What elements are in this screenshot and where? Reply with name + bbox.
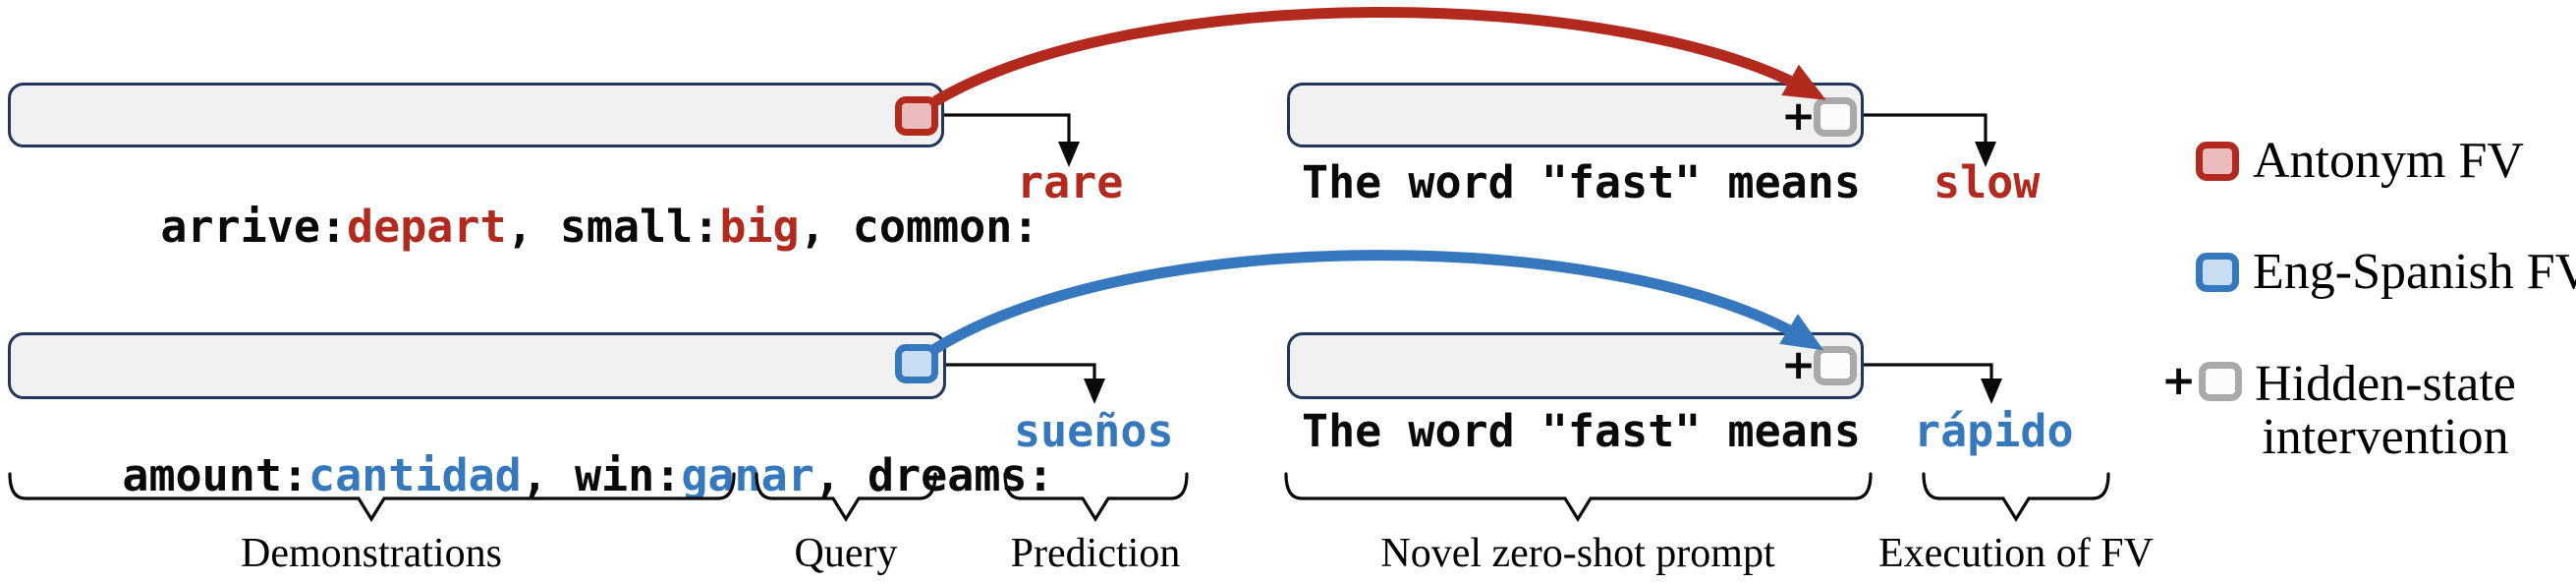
legend-eng-spanish-fv-label: Eng-Spanish FV (2253, 244, 2576, 300)
translation-icl-prediction-text: sueños (1014, 405, 1174, 457)
hidden-state-chip-icon (1814, 97, 1857, 137)
antonym-zero-shot-prompt-text: The word "fast" means (1302, 156, 1861, 208)
prompt-segment: , common: (799, 201, 1039, 253)
prompt-segment: ganar (681, 449, 814, 501)
label-execution-of-fv: Execution of FV (1878, 531, 2154, 576)
translation-zero-shot-prompt-box (1287, 332, 1864, 399)
prompt-segment: arrive: (160, 201, 348, 253)
prompt-segment: , small: (506, 201, 720, 253)
hidden-state-chip-icon (1814, 346, 1857, 385)
antonym-zero-shot-prediction-text: slow (1933, 156, 2041, 208)
prompt-segment: amount: (122, 449, 309, 501)
prompt-segment: depart (347, 201, 507, 253)
legend-hidden-state-line1: Hidden-state (2255, 356, 2516, 412)
legend-hidden-state-line2: intervention (2262, 409, 2509, 465)
brace-novel-zero-shot-prompt (1284, 472, 1873, 523)
translation-zero-shot-prediction-text: rápido (1914, 405, 2074, 457)
translation-zero-shot-prompt-text: The word "fast" means (1302, 405, 1861, 457)
antonym-icl-prompt-box (8, 83, 944, 147)
prompt-segment: cantidad (308, 449, 522, 501)
legend-hidden-state-label: Hidden-state intervention (2248, 358, 2523, 464)
label-novel-zero-shot-prompt: Novel zero-shot prompt (1380, 531, 1775, 576)
plus-icon: + (1781, 340, 1817, 388)
label-prediction: Prediction (1010, 531, 1181, 576)
antonym-icl-output-arrow (944, 113, 1080, 167)
label-demonstrations: Demonstrations (241, 531, 502, 576)
prompt-segment: big (719, 201, 800, 253)
antonym-icl-prompt-text: arrive:depart, small:big, common: (54, 160, 1038, 293)
legend-eng-spanish-fv-chip-icon (2196, 253, 2239, 292)
translation-icl-prompt-box (8, 332, 946, 399)
eng-spanish-fv-chip-icon (895, 344, 938, 383)
antonym-fv-chip-icon (895, 96, 938, 136)
translation-icl-prompt-text: amount:cantidad, win:ganar, dreams: (16, 409, 1053, 542)
plus-icon: + (2161, 356, 2197, 404)
plus-icon: + (1781, 91, 1817, 140)
antonym-zero-shot-prompt-box (1287, 83, 1864, 147)
translation-icl-output-arrow (946, 363, 1105, 404)
translation-zero-shot-output-arrow (1864, 363, 2002, 404)
legend-antonym-fv-label: Antonym FV (2253, 133, 2524, 189)
antonym-icl-prediction-text: rare (1017, 156, 1124, 208)
legend-hidden-state-chip-icon (2199, 362, 2242, 401)
prompt-segment: , win: (521, 449, 682, 501)
label-query: Query (794, 531, 898, 576)
legend-antonym-fv-chip-icon (2196, 142, 2239, 181)
brace-execution-of-fv (1922, 472, 2110, 523)
antonym-zero-shot-output-arrow (1864, 113, 1996, 167)
